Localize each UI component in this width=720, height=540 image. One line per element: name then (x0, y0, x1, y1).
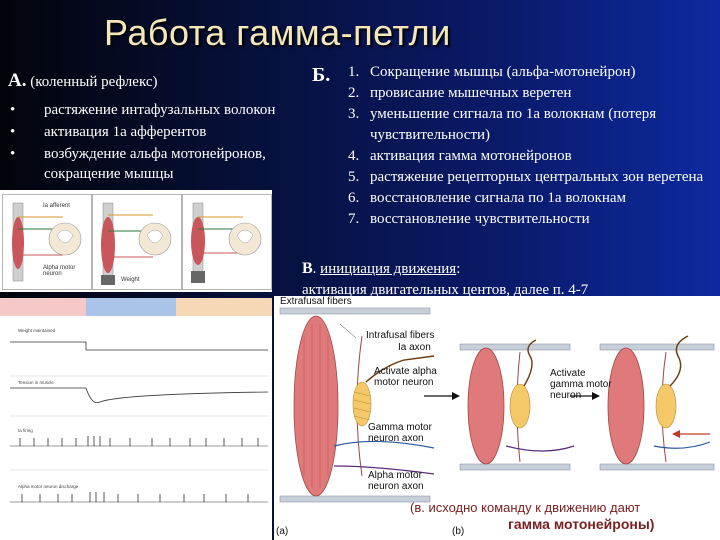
section-b: 1.Сокращение мышцы (альфа-мотонейрон) 2.… (348, 62, 718, 230)
list-text: Сокращение мышцы (альфа-мотонейрон) (370, 62, 718, 83)
list-num: 7. (348, 209, 370, 230)
list-item: 7.восстановление чувствительности (348, 209, 718, 230)
note-line-2: гамма мотонейроны) (508, 516, 654, 532)
section-a-header: А. (коленный рефлекс) (8, 70, 328, 92)
list-text: восстановление сигнала по 1а волокнам (370, 188, 718, 209)
list-item: 1.Сокращение мышцы (альфа-мотонейрон) (348, 62, 718, 83)
graph-row-label: Weight maintained (18, 328, 55, 333)
list-num: 2. (348, 83, 370, 104)
list-item: 3.уменьшение сигнала по 1а волокнам (пот… (348, 104, 718, 146)
list-item: растяжение интафузальных волокон (8, 100, 328, 120)
list-text: уменьшение сигнала по 1а волокнам (потер… (370, 104, 718, 146)
panel-label: Ia afferent (43, 203, 70, 209)
list-text: провисание мышечных веретен (370, 83, 718, 104)
graph-row-label: Tension in muscle (18, 380, 54, 385)
label-activate-gamma: Activate gamma motor neuron (550, 368, 620, 401)
reflex-traces-graph: Weight maintained Tension in muscle Ia f… (0, 298, 272, 540)
section-c-link: инициация движения (320, 261, 456, 277)
list-item: активация 1а афферентов (8, 122, 328, 142)
knee-reflex-diagram: Ia afferent Alpha motor neuron Weight (0, 190, 272, 292)
panel-label: Weight (121, 277, 140, 283)
list-num: 6. (348, 188, 370, 209)
label-activate-alpha: Activate alpha motor neuron (374, 366, 444, 388)
list-item: 2. провисание мышечных веретен (348, 83, 718, 104)
label-ia-axon: Ia axon (398, 342, 431, 353)
reflex-panel-3 (182, 194, 272, 290)
label-intrafusal: Intrafusal fibers (366, 330, 434, 341)
reflex-panel-2-drawing (93, 195, 181, 289)
graph-row-label: Ia firing (18, 428, 33, 433)
section-b-letter: Б. (312, 64, 330, 87)
list-item: 5.растяжение рецепторных центральных зон… (348, 167, 718, 188)
section-b-list: 1.Сокращение мышцы (альфа-мотонейрон) 2.… (348, 62, 718, 230)
slide-title: Работа гамма-петли (104, 12, 451, 54)
label-extrafusal: Extrafusal fibers (280, 296, 352, 307)
label-a: (a) (276, 526, 288, 537)
label-b: (b) (452, 526, 464, 537)
section-a-subtitle: (коленный рефлекс) (30, 74, 157, 90)
label-alpha-axon: Alpha motor neuron axon (368, 470, 438, 492)
list-num: 5. (348, 167, 370, 188)
graph-row-label: Alpha motor neuron discharge (18, 484, 78, 489)
traces-drawing (0, 298, 272, 540)
section-a-list: растяжение интафузальных волокон активац… (8, 100, 328, 184)
reflex-panel-2: Weight (92, 194, 182, 290)
section-a-letter: А. (8, 70, 26, 91)
panel-label: Alpha motor neuron (43, 265, 87, 277)
list-item: 6.восстановление сигнала по 1а волокнам (348, 188, 718, 209)
section-a: А. (коленный рефлекс) растяжение интафуз… (8, 70, 328, 186)
reflex-panel-1: Ia afferent Alpha motor neuron (2, 194, 92, 290)
list-text: активация гамма мотонейронов (370, 146, 718, 167)
label-gamma-axon: Gamma motor neuron axon (368, 422, 438, 444)
list-text: восстановление чувствительности (370, 209, 718, 230)
list-num: 4. (348, 146, 370, 167)
reflex-panel-3-drawing (183, 195, 271, 289)
note-line-1: (в. исходно команду к движению дают (410, 500, 640, 515)
section-c-colon: : (456, 261, 460, 277)
list-item: 4.активация гамма мотонейронов (348, 146, 718, 167)
list-item: возбуждение альфа мотонейронов, сокращен… (8, 144, 328, 184)
section-c: В. инициация движения: активация двигате… (302, 258, 588, 301)
list-num: 3. (348, 104, 370, 146)
section-c-letter: В (302, 260, 313, 277)
list-text: растяжение рецепторных центральных зон в… (370, 167, 718, 188)
list-num: 1. (348, 62, 370, 83)
